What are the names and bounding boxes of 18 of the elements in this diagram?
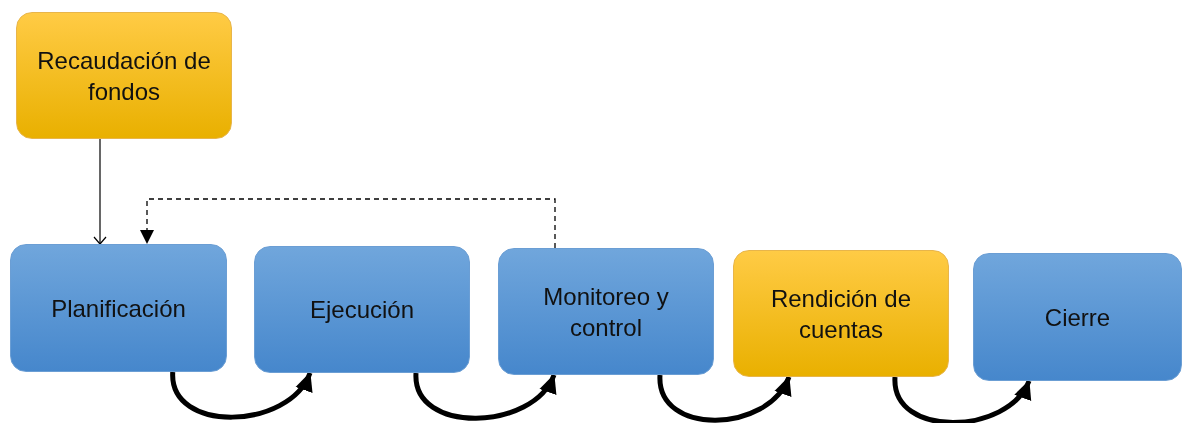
arrow <box>93 138 107 245</box>
process-box <box>973 253 1182 381</box>
dashed-arrow <box>140 198 556 249</box>
process-box <box>10 244 227 372</box>
process-box <box>733 250 949 377</box>
process-box <box>16 12 232 139</box>
process-box <box>498 248 714 375</box>
curved-arrow <box>657 374 792 423</box>
box-label: Recaudación de fondos <box>36 45 212 107</box>
box-label: Rendición de cuentas <box>769 283 913 345</box>
curved-arrow <box>170 371 313 420</box>
curved-arrow <box>413 372 557 421</box>
process-box <box>254 246 470 373</box>
box-label: Ejecución <box>309 295 415 325</box>
box-label: Monitoreo y control <box>542 281 670 343</box>
box-label: Cierre <box>1044 302 1111 333</box>
box-label: Planificación <box>51 293 186 324</box>
curved-arrow <box>892 376 1032 423</box>
